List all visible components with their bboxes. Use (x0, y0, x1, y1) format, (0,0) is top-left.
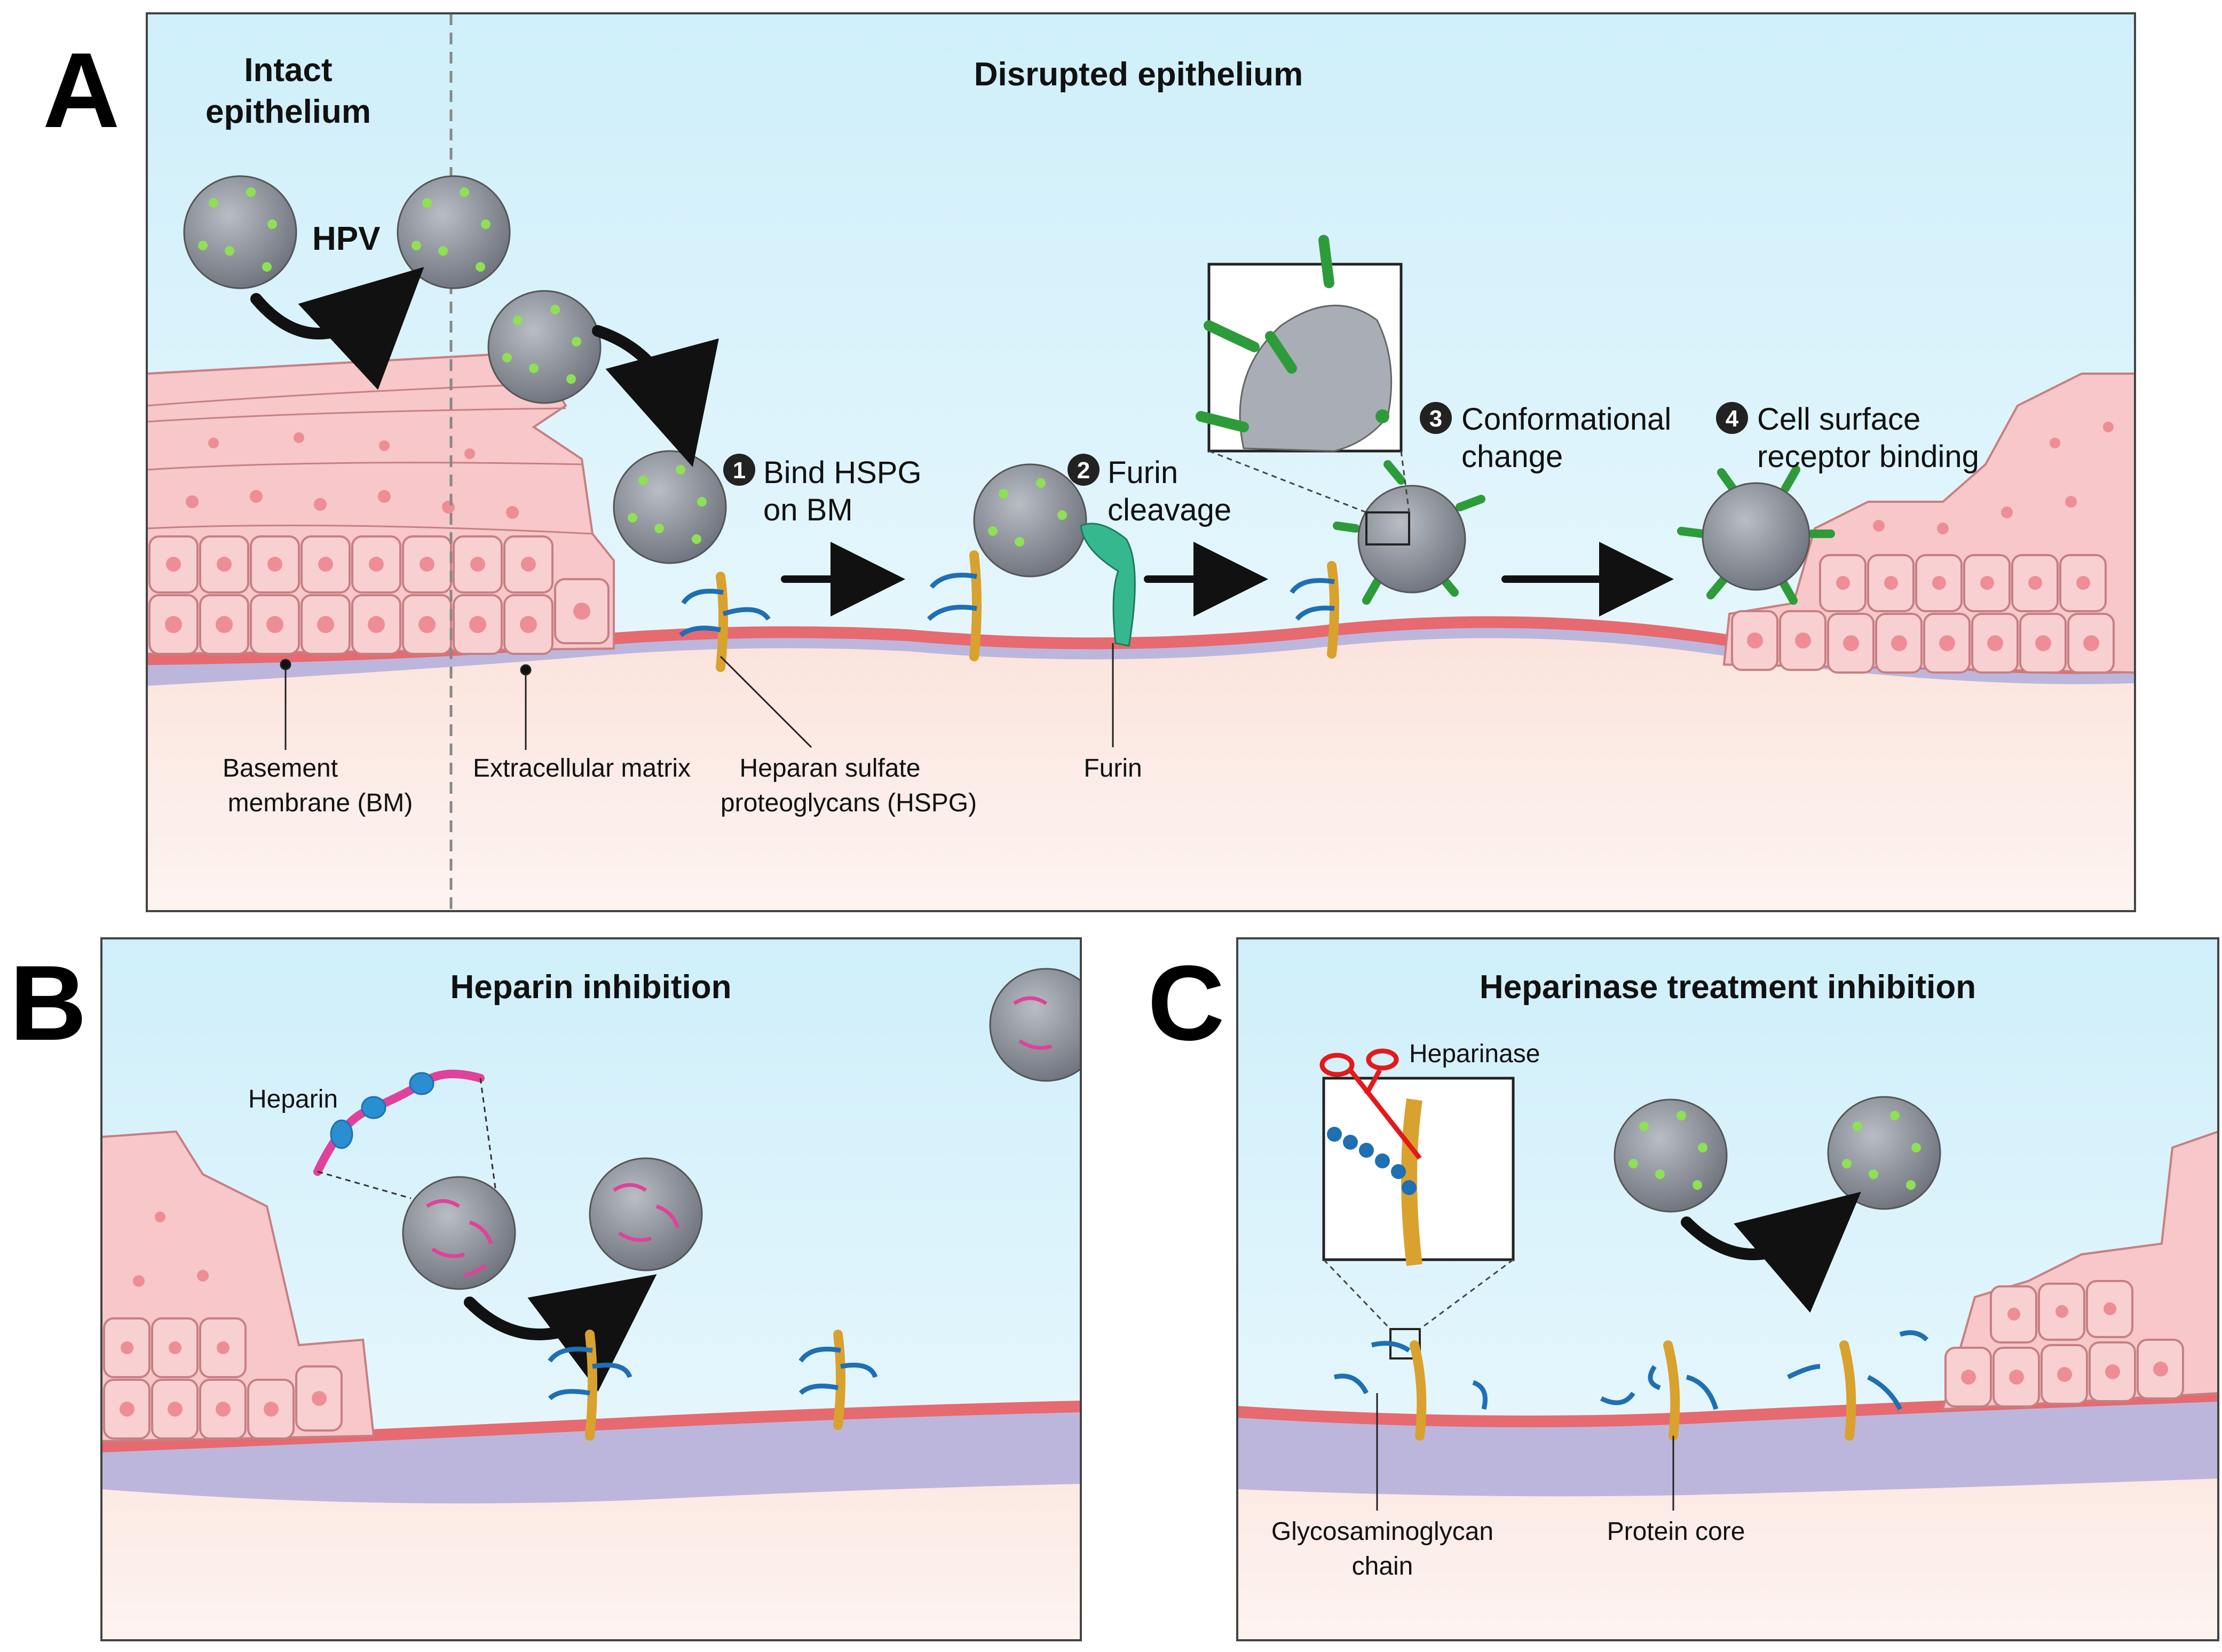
label-furin: Furin (1084, 754, 1142, 782)
step-label-line1: Furin (1108, 455, 1178, 490)
arrow-curved (1681, 1191, 1861, 1313)
step-2: 2 Furin cleavage (1067, 454, 1231, 527)
arrow-curved (464, 1274, 657, 1392)
epithelium-b (101, 1130, 375, 1443)
panel-letter-b: B (10, 944, 87, 1063)
step-number-badge (1067, 454, 1100, 486)
panel-a (147, 13, 2135, 911)
label-hspg-1: Heparan sulfate (740, 754, 921, 782)
panel-b-frame (100, 937, 1082, 1641)
epithelium-right (1722, 373, 2135, 674)
panel-c (1237, 938, 2218, 1640)
step-label-line2: change (1461, 439, 1563, 474)
label-heparinase: Heparinase (1409, 1040, 1540, 1068)
label-hspg-2: proteoglycans (HSPG) (721, 789, 977, 817)
hpv-virion-heparin-bound (589, 1157, 703, 1271)
zoom-inset-heparinase (1319, 1048, 1515, 1359)
hpv-virion (1827, 1096, 1941, 1210)
step-number: 1 (733, 457, 746, 484)
zoom-inset-conformational (1196, 235, 1410, 546)
panel-c-frame (1236, 937, 2219, 1641)
hpv-virion-heparin-bound (402, 1176, 516, 1290)
arrow-curved (592, 325, 719, 467)
hspg (798, 1330, 878, 1430)
hpv-virion (973, 463, 1087, 578)
hpv-virion (613, 450, 727, 564)
heparin-strand (313, 1070, 497, 1199)
label-protein-core: Protein core (1607, 1517, 1745, 1546)
label-gag-1: Glycosaminoglycan (1271, 1517, 1493, 1546)
hpv-virion (487, 290, 602, 404)
label-gag-2: chain (1352, 1552, 1413, 1580)
hspg-cleaved (1600, 1340, 1719, 1441)
process-arrows (250, 267, 1674, 616)
step-label-line2: cleavage (1108, 493, 1231, 527)
step-label-line2: receptor binding (1757, 439, 1979, 474)
hspg (927, 550, 982, 661)
hpv-virion (183, 175, 297, 289)
hpv-virion-heparin-bound (989, 968, 1081, 1082)
title-heparin-inhibition: Heparin inhibition (450, 969, 732, 1006)
leader-lines (280, 643, 1114, 750)
step-number: 2 (1077, 457, 1090, 484)
panel-letter-a: A (43, 31, 120, 150)
arrow-curved (250, 267, 424, 390)
step-label-line1: Bind HSPG (763, 455, 922, 490)
panel-a-frame (146, 12, 2136, 912)
hspg (1290, 561, 1339, 659)
hpv-virion-spiked (1677, 465, 1835, 605)
hspg-cleaved (1333, 1340, 1488, 1441)
leader-lines (1376, 1393, 1674, 1511)
epithelium-c (1941, 1130, 2218, 1411)
step-number-badge (1420, 402, 1452, 434)
step-label-line2: on BM (763, 493, 853, 527)
hspg (679, 572, 771, 672)
hpv-virion (1614, 1098, 1728, 1213)
step-label-line1: Cell surface (1757, 402, 1920, 437)
label-heparin: Heparin (248, 1085, 338, 1113)
step-number: 4 (1726, 406, 1739, 432)
label-ecm: Extracellular matrix (473, 754, 691, 782)
label-basement-2: membrane (BM) (228, 789, 413, 817)
title-intact-2: epithelium (205, 93, 371, 130)
furin-protein (1080, 523, 1136, 647)
hpv-label: HPV (312, 220, 380, 257)
step-3: 3 Conformational change (1420, 402, 1671, 474)
title-heparinase-inhibition: Heparinase treatment inhibition (1480, 969, 1976, 1006)
hpv-virion (397, 175, 511, 289)
step-number-badge (723, 454, 755, 486)
step-label-line1: Conformational (1461, 402, 1671, 437)
label-basement-1: Basement (223, 754, 338, 782)
panel-b (101, 938, 1081, 1640)
step-number-badge (1716, 402, 1748, 434)
title-intact-1: Intact (244, 52, 332, 89)
step-number: 3 (1429, 406, 1442, 432)
panel-letter-c: C (1148, 944, 1225, 1063)
step-4: 4 Cell surface receptor binding (1716, 402, 1979, 474)
scissors-icon (1319, 1048, 1422, 1160)
hspg-cleaved (1786, 1330, 1929, 1441)
step-1: 1 Bind HSPG on BM (723, 454, 922, 527)
title-disrupted: Disrupted epithelium (974, 56, 1303, 93)
hspg (548, 1330, 632, 1441)
